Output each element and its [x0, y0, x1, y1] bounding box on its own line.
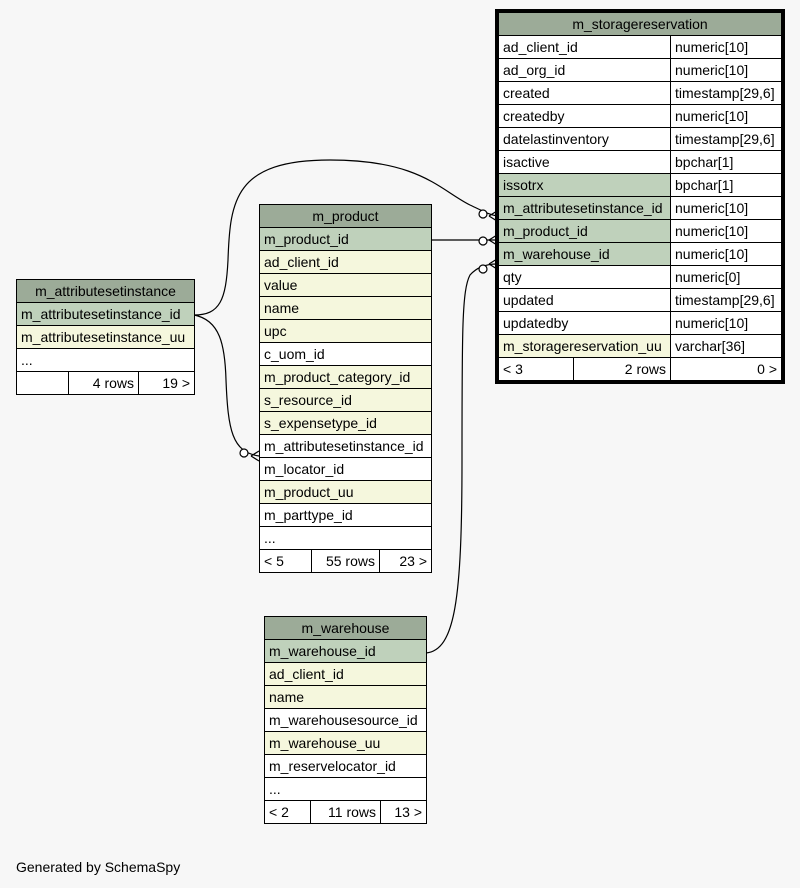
- column-more: ...: [16, 348, 195, 372]
- column-m_warehouse_uu[interactable]: m_warehouse_uu: [264, 731, 427, 755]
- column-type: varchar[36]: [669, 334, 783, 358]
- column-type: timestamp[29,6]: [669, 127, 783, 151]
- column-upc[interactable]: upc: [258, 319, 433, 343]
- column-m_storagereservation_uu[interactable]: m_storagereservation_uu: [498, 334, 671, 358]
- column-createdby[interactable]: createdby: [498, 104, 671, 128]
- generated-by-label: Generated by SchemaSpy: [16, 859, 181, 875]
- column-m_parttype_id[interactable]: m_parttype_id: [258, 503, 433, 527]
- footer-children[interactable]: 0 >: [669, 357, 783, 381]
- optional-marker-storagereservation-product: [478, 236, 488, 246]
- table-title[interactable]: m_attributesetinstance: [16, 279, 195, 303]
- column-issotrx[interactable]: issotrx: [498, 173, 671, 197]
- table-m_product[interactable]: m_product m_product_id ad_client_id valu…: [258, 204, 433, 573]
- crowfoot-storagereservation-asi: [488, 210, 498, 222]
- crowfoot-storagereservation-product: [488, 234, 498, 246]
- column-qty[interactable]: qty: [498, 265, 671, 289]
- column-type: timestamp[29,6]: [669, 288, 783, 312]
- column-type: numeric[10]: [669, 58, 783, 82]
- column-datelastinventory[interactable]: datelastinventory: [498, 127, 671, 151]
- column-m_product_id[interactable]: m_product_id: [498, 219, 671, 243]
- footer-row-count: 2 rows: [573, 357, 671, 381]
- column-m_warehouse_id[interactable]: m_warehouse_id: [264, 639, 427, 663]
- table-title[interactable]: m_storagereservation: [497, 12, 783, 36]
- footer-parents[interactable]: < 2: [264, 800, 311, 824]
- table-m_warehouse[interactable]: m_warehouse m_warehouse_id ad_client_id …: [264, 616, 427, 824]
- column-m_product_uu[interactable]: m_product_uu: [258, 480, 433, 504]
- column-name[interactable]: name: [258, 296, 433, 320]
- column-m_warehousesource_id[interactable]: m_warehousesource_id: [264, 708, 427, 732]
- column-ad_org_id[interactable]: ad_org_id: [498, 58, 671, 82]
- column-m_attributesetinstance_uu[interactable]: m_attributesetinstance_uu: [16, 325, 195, 349]
- column-value[interactable]: value: [258, 273, 433, 297]
- column-m_product_id[interactable]: m_product_id: [258, 227, 433, 251]
- column-type: numeric[10]: [669, 35, 783, 59]
- column-s_resource_id[interactable]: s_resource_id: [258, 388, 433, 412]
- column-m_attributesetinstance_id[interactable]: m_attributesetinstance_id: [498, 196, 671, 220]
- footer-row-count: 11 rows: [310, 800, 381, 824]
- column-type: numeric[10]: [669, 104, 783, 128]
- column-name[interactable]: name: [264, 685, 427, 709]
- column-updated[interactable]: updated: [498, 288, 671, 312]
- column-c_uom_id[interactable]: c_uom_id: [258, 342, 433, 366]
- link-attributesetinstance-storagereservation: [193, 159, 498, 316]
- column-ad_client_id[interactable]: ad_client_id: [264, 662, 427, 686]
- column-m_attributesetinstance_id[interactable]: m_attributesetinstance_id: [16, 302, 195, 326]
- column-m_warehouse_id[interactable]: m_warehouse_id: [498, 242, 671, 266]
- column-ad_client_id[interactable]: ad_client_id: [258, 250, 433, 274]
- footer-children[interactable]: 13 >: [380, 800, 427, 824]
- column-type: numeric[10]: [669, 219, 783, 243]
- optional-marker-storagereservation-asi: [478, 209, 488, 219]
- table-m_attributesetinstance[interactable]: m_attributesetinstance m_attributesetins…: [16, 279, 195, 395]
- column-type: bpchar[1]: [669, 173, 783, 197]
- column-ad_client_id[interactable]: ad_client_id: [498, 35, 671, 59]
- table-title[interactable]: m_warehouse: [264, 616, 427, 640]
- column-s_expensetype_id[interactable]: s_expensetype_id: [258, 411, 433, 435]
- optional-marker-storagereservation-warehouse: [478, 264, 488, 274]
- column-type: numeric[10]: [669, 242, 783, 266]
- optional-marker-product-asi: [239, 448, 249, 458]
- table-title[interactable]: m_product: [258, 204, 433, 228]
- column-m_product_category_id[interactable]: m_product_category_id: [258, 365, 433, 389]
- column-more: ...: [264, 777, 427, 801]
- column-type: numeric[10]: [669, 311, 783, 335]
- footer-children[interactable]: 19 >: [138, 371, 195, 395]
- column-m_reservelocator_id[interactable]: m_reservelocator_id: [264, 754, 427, 778]
- footer-parents[interactable]: < 5: [259, 549, 312, 573]
- column-isactive[interactable]: isactive: [498, 150, 671, 174]
- crowfoot-storagereservation-warehouse: [488, 258, 498, 270]
- column-more: ...: [258, 526, 433, 550]
- footer-row-count: 55 rows: [311, 549, 380, 573]
- column-m_locator_id[interactable]: m_locator_id: [258, 457, 433, 481]
- column-type: timestamp[29,6]: [669, 81, 783, 105]
- column-type: numeric[10]: [669, 196, 783, 220]
- footer-children[interactable]: 23 >: [378, 549, 433, 573]
- column-type: numeric[0]: [669, 265, 783, 289]
- column-m_attributesetinstance_id[interactable]: m_attributesetinstance_id: [258, 434, 433, 458]
- column-type: bpchar[1]: [669, 150, 783, 174]
- column-updatedby[interactable]: updatedby: [498, 311, 671, 335]
- footer-parents[interactable]: [16, 371, 69, 395]
- crowfoot-product-asi: [250, 450, 260, 462]
- footer-row-count: 4 rows: [68, 371, 139, 395]
- link-warehouse-storagereservation: [425, 263, 498, 654]
- column-created[interactable]: created: [498, 81, 671, 105]
- link-attributesetinstance-product: [193, 314, 260, 457]
- footer-parents[interactable]: < 3: [498, 357, 574, 381]
